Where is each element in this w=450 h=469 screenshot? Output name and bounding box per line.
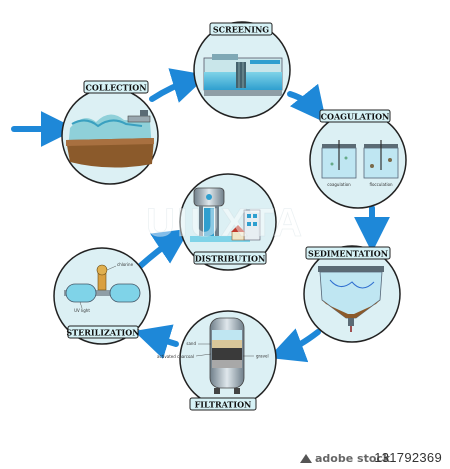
stage-label-box — [83, 80, 149, 94]
stage-label-box — [193, 251, 267, 265]
stage-filtration: sand activated charcoal gravel FILTRATIO… — [157, 310, 277, 411]
callout-gravel: gravel — [256, 354, 269, 359]
stock-logo-icon — [300, 454, 312, 463]
arrow-sedimentation-to-filtration — [268, 328, 321, 363]
watermark: UIUXTA — [146, 201, 304, 245]
callout-sand: sand — [186, 341, 196, 346]
coagulation-tanks-illustration — [321, 140, 399, 179]
filter-vessel-illustration — [195, 317, 254, 394]
stage-collection: COLLECTION — [61, 80, 159, 185]
stage-coagulation: coagulation flocculation COAGULATION — [309, 109, 407, 209]
stock-brand-text: adobe stock — [315, 452, 391, 465]
stage-label-box — [305, 246, 391, 260]
screening-channel-illustration — [203, 54, 283, 96]
callout-coagulation: coagulation — [327, 182, 351, 187]
sedimentation-tank-illustration — [318, 266, 384, 332]
reservoir-illustration — [66, 110, 154, 168]
stage-screening: SCREENING — [193, 21, 291, 119]
stage-label-sterilization: STERILIZATION — [66, 328, 139, 338]
stage-label-box — [209, 22, 273, 36]
stage-sterilization: chlorine UV light STERILIZATION — [53, 247, 151, 345]
arrow-filtration-to-sterilization — [133, 324, 179, 359]
stage-distribution: DISTRIBUTION — [179, 173, 277, 271]
stage-label-collection: COLLECTION — [85, 83, 146, 93]
water-tower-illustration — [190, 187, 261, 242]
flow-arrows — [11, 68, 390, 363]
stage-label-filtration: FILTRATION — [195, 400, 252, 410]
stage-label-box — [67, 325, 139, 339]
arrow-sterilization-to-distribution — [135, 228, 190, 271]
arrow-screening-to-coagulation — [287, 83, 327, 124]
stock-image-id: 131792369 — [374, 450, 442, 465]
stage-label-box — [319, 109, 391, 123]
callout-uv-light: UV light — [74, 308, 90, 313]
stage-label-coagulation: COAGULATION — [321, 112, 390, 122]
stage-label-screening: SCREENING — [213, 25, 269, 35]
stage-label-box — [189, 397, 257, 411]
arrow-collection-to-screening — [149, 68, 209, 103]
callout-flocculation: flocculation — [369, 182, 393, 187]
stage-label-distribution: DISTRIBUTION — [195, 254, 266, 264]
callout-chlorine: chlorine — [117, 262, 134, 267]
callout-activated-charcoal: activated charcoal — [157, 354, 194, 359]
stock-footer — [0, 447, 450, 469]
stage-sedimentation: SEDIMENTATION — [303, 245, 401, 343]
stock-brand: adobe stock — [300, 452, 390, 465]
stage-label-sedimentation: SEDIMENTATION — [308, 249, 388, 259]
uv-chlorine-illustration — [64, 264, 141, 309]
